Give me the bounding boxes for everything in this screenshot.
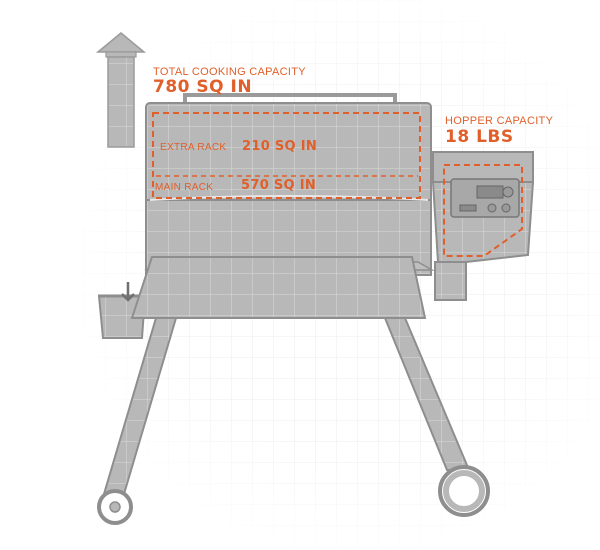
- hopper-capacity-label: HOPPER CAPACITY: [445, 115, 554, 127]
- cooking-area-outline: [152, 112, 421, 199]
- total-capacity-value: 780 SQ IN: [153, 77, 253, 97]
- main-rack-value: 570 SQ IN: [241, 178, 317, 193]
- main-rack-label: MAIN RACK: [155, 182, 214, 193]
- extra-rack-value: 210 SQ IN: [242, 139, 318, 154]
- hopper-area-outline: [443, 164, 523, 257]
- total-capacity-label: TOTAL COOKING CAPACITY: [153, 66, 306, 78]
- hopper-capacity-value: 18 LBS: [445, 127, 514, 147]
- wheel-left: [97, 489, 133, 525]
- controller: [450, 178, 520, 218]
- bottom-shelf: [130, 256, 427, 319]
- wheel-right: [438, 465, 490, 517]
- extra-rack-label: EXTRA RACK: [160, 142, 227, 153]
- grease-bucket: [97, 282, 147, 339]
- chimney: [95, 32, 147, 148]
- lid-handle: [183, 93, 397, 105]
